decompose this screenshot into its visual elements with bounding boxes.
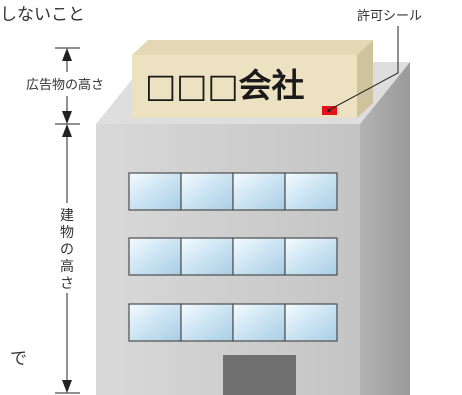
window-row-3 xyxy=(128,303,338,342)
window xyxy=(180,237,234,276)
window-row-2 xyxy=(128,237,338,276)
sign-height-arrow-up xyxy=(62,48,72,61)
permit-sticker-leader-line xyxy=(328,26,399,111)
building-height-arrow-up xyxy=(62,124,72,137)
window xyxy=(128,237,182,276)
window xyxy=(284,237,338,276)
permit-sticker-label: 許可シール xyxy=(357,9,422,24)
building-height-label-char-1: 建 xyxy=(60,208,74,224)
signboard-top xyxy=(132,40,373,55)
window xyxy=(180,172,234,211)
rooftop-signboard: □□□会社 xyxy=(132,40,373,118)
window xyxy=(180,303,234,342)
window-row-1 xyxy=(128,172,338,211)
window xyxy=(284,303,338,342)
building-side xyxy=(360,62,410,395)
window xyxy=(128,172,182,211)
sign-height-label: 広告物の高さ xyxy=(26,77,104,93)
window xyxy=(232,172,286,211)
window xyxy=(284,172,338,211)
building-height-label-char-3: の xyxy=(60,242,74,258)
caption-bottom-fragment: で xyxy=(10,349,27,369)
window xyxy=(128,303,182,342)
building-height-dimension: 建 物 の 高 さ xyxy=(55,124,80,394)
sign-height-dimension: 広告物の高さ xyxy=(26,47,104,125)
window xyxy=(232,237,286,276)
building xyxy=(96,62,410,395)
signboard-face xyxy=(132,55,357,118)
caption-top-fragment: しないこと xyxy=(0,5,85,25)
window xyxy=(232,303,286,342)
building-height-label-char-4: 高 xyxy=(60,258,74,275)
building-height-label-char-5: さ xyxy=(60,276,74,292)
sign-height-arrow-down xyxy=(62,111,72,124)
signboard-side xyxy=(357,40,373,118)
signboard-text: □□□会社 xyxy=(145,66,305,105)
building-height-label-char-2: 物 xyxy=(60,225,74,241)
entrance-door xyxy=(223,355,296,395)
building-height-arrow-down xyxy=(62,380,72,393)
